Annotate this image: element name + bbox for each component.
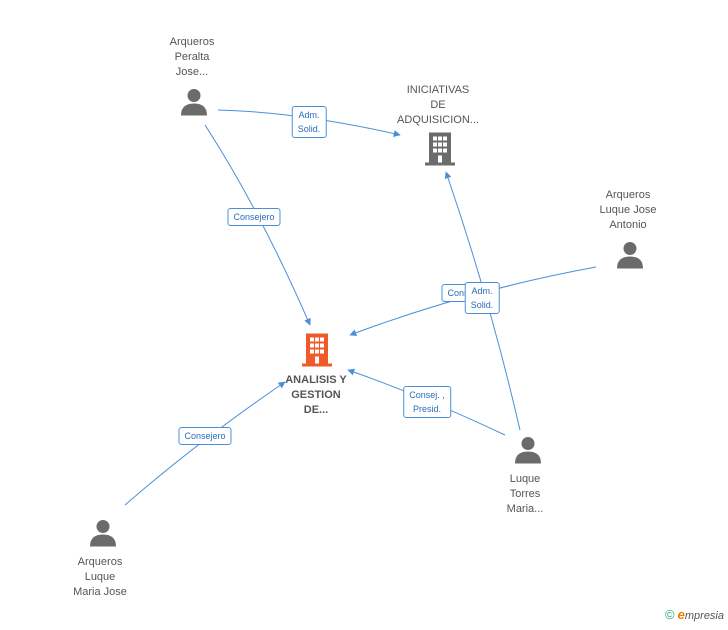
edge-label-adm-solid[interactable]: Adm. Solid. xyxy=(464,282,500,314)
edge-label-consejero[interactable]: Consejero xyxy=(227,208,281,226)
person-icon[interactable] xyxy=(615,240,645,275)
edge-label-consejero[interactable]: Consejero xyxy=(178,427,232,445)
node-label-analisis[interactable]: ANALISIS Y GESTION DE... xyxy=(285,374,347,416)
edge-label-adm-solid[interactable]: Adm. Solid. xyxy=(291,106,327,138)
copyright-icon: © xyxy=(665,607,675,622)
brand-name: mpresia xyxy=(684,610,724,622)
building-icon[interactable] xyxy=(301,332,333,373)
node-label-arqueros-luque-jose-antonio[interactable]: Arqueros Luque Jose Antonio xyxy=(599,189,657,231)
node-label-arqueros-peralta[interactable]: Arqueros Peralta Jose... xyxy=(169,36,215,78)
node-label-arqueros-luque-maria[interactable]: Arqueros Luque Maria Jose xyxy=(73,556,127,598)
node-label-luque-torres[interactable]: Luque Torres Maria... xyxy=(506,473,544,515)
brand-e: e xyxy=(677,607,685,622)
person-icon[interactable] xyxy=(513,435,543,470)
edge-label-consej-presid[interactable]: Consej. , Presid. xyxy=(403,386,451,418)
person-icon[interactable] xyxy=(179,87,209,122)
building-icon[interactable] xyxy=(424,131,456,172)
node-label-iniciativas[interactable]: INICIATIVAS DE ADQUISICION... xyxy=(397,84,479,126)
brand-logo: © empresia xyxy=(665,607,724,622)
person-icon[interactable] xyxy=(88,518,118,553)
